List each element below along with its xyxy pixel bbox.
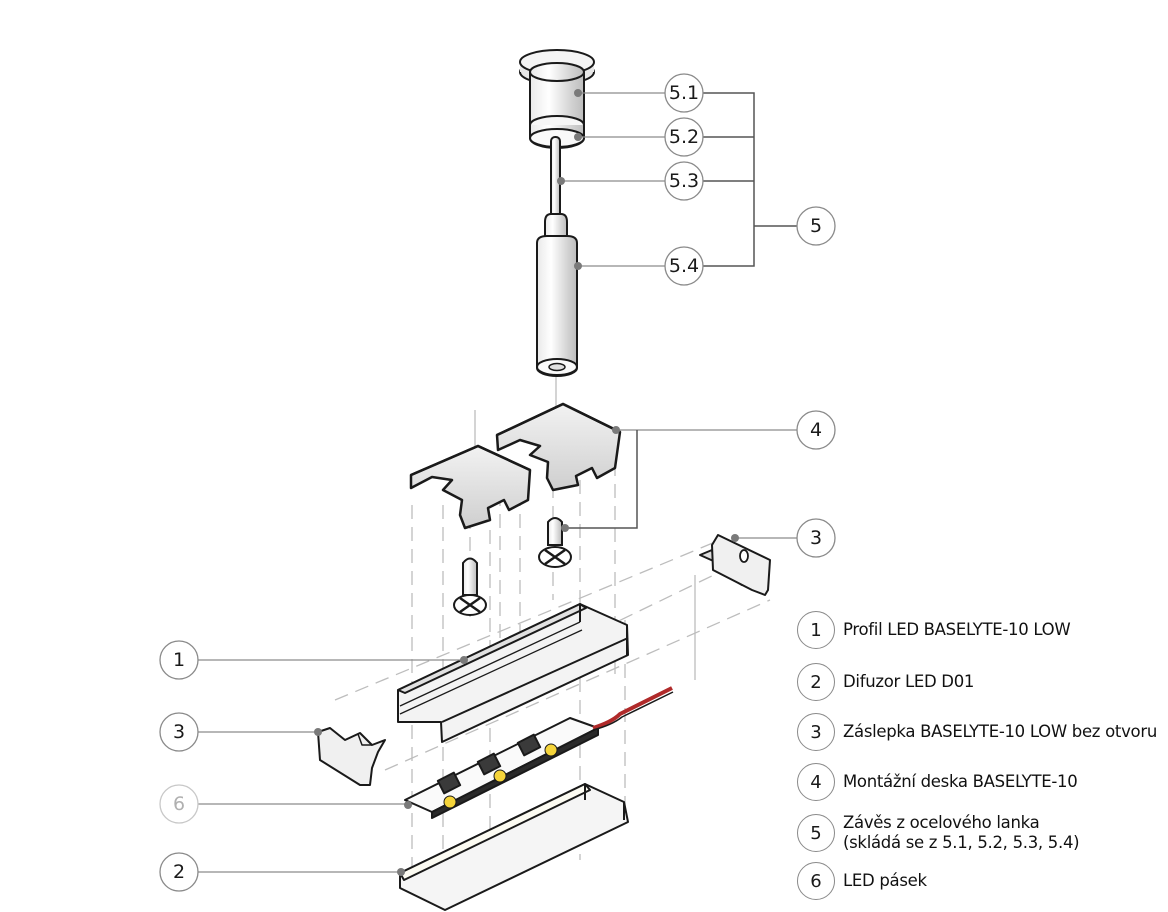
anchor-dots [314,89,739,876]
legend-label: Montážní deska BASELYTE-10 [843,772,1078,791]
callout-6-label: 6 [173,793,185,815]
legend-item-4: 4 Montážní deska BASELYTE-10 [797,763,1078,801]
legend-item-3: 3 Záslepka BASELYTE-10 LOW bez otvoru [797,713,1157,751]
callout-3-right-label: 3 [810,527,822,549]
callout-3-left-label: 3 [173,721,185,743]
part-2-diffuser [399,783,629,911]
legend-label: Záslepka BASELYTE-10 LOW bez otvoru [843,722,1157,741]
legend-number-badge: 1 [797,611,835,649]
mounting-screws [453,517,572,616]
callout-5-1-label: 5.1 [669,82,699,104]
callout-3-left: 3 [159,712,199,752]
part-4-mounting-plates [409,402,622,530]
callout-5-2-label: 5.2 [669,126,699,148]
callout-2: 2 [159,852,199,892]
legend-number-badge: 2 [797,663,835,701]
legend-number-badge: 5 [797,814,835,852]
legend-label-line-1: Závěs z ocelového lanka [843,813,1040,832]
legend-item-5: 5 Závěs z ocelového lanka (skládá se z 5… [797,813,1080,853]
callout-4-label: 4 [810,419,822,441]
part-1-profile [397,603,629,743]
callout-5-label: 5 [810,215,822,237]
legend-item-1: 1 Profil LED BASELYTE-10 LOW [797,611,1071,649]
legend-label: LED pásek [843,871,927,890]
callout-3-right: 3 [796,518,836,558]
callout-5: 5 [796,206,836,246]
leader-lines [198,92,797,873]
legend-item-2: 2 Difuzor LED D01 [797,663,974,701]
legend-label-line-2: (skládá se z 5.1, 5.2, 5.3, 5.4) [843,833,1080,852]
part-3-end-cap-right [699,534,771,596]
part-3-end-cap-left [317,727,386,786]
callout-5-4: 5.4 [664,246,704,286]
callout-5-4-label: 5.4 [669,255,699,277]
legend-number-badge: 4 [797,763,835,801]
legend-number-badge: 3 [797,713,835,751]
callout-1: 1 [159,640,199,680]
callout-2-label: 2 [173,861,185,883]
part-6-led-strip [404,686,674,819]
callout-5-1: 5.1 [664,73,704,113]
part-5-suspension [519,49,595,377]
callouts: 5.1 5.2 5.3 5.4 5 4 3 1 3 6 2 [159,73,836,892]
legend-label: Závěs z ocelového lanka (skládá se z 5.1… [843,813,1080,853]
legend-item-6: 6 LED pásek [797,862,927,900]
callout-5-2: 5.2 [664,117,704,157]
legend-label: Profil LED BASELYTE-10 LOW [843,620,1071,639]
legend-label: Difuzor LED D01 [843,672,975,691]
callout-6: 6 [159,784,199,824]
callout-4: 4 [796,410,836,450]
legend-number-badge: 6 [797,862,835,900]
callout-5-3: 5.3 [664,161,704,201]
callout-1-label: 1 [173,649,185,671]
callout-5-3-label: 5.3 [669,170,699,192]
bracket-lines [566,92,797,529]
